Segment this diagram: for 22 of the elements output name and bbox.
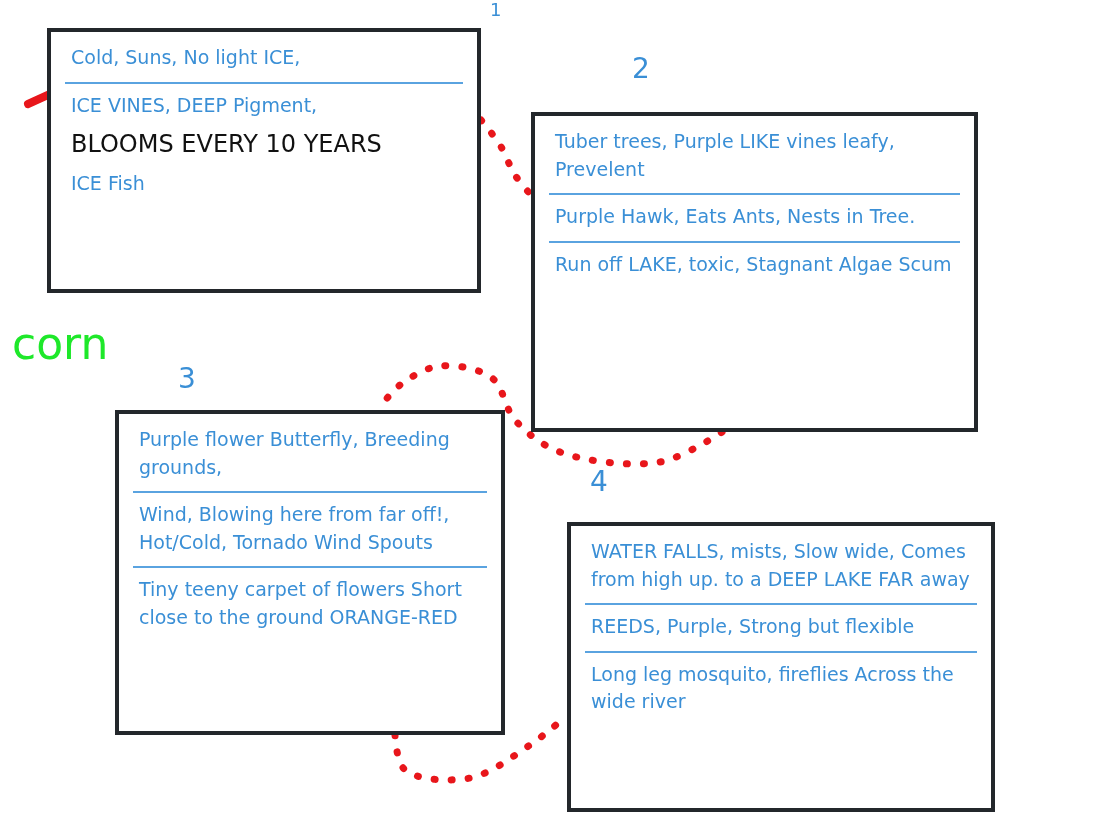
note-text: Wind, Blowing here from far off!, Hot/Cold, Tornado Wind Spouts	[133, 491, 487, 561]
note-text: WATER FALLS, mists, Slow wide, Comes from high up. to a DEEP LAKE FAR away	[590, 539, 971, 592]
note-text: Tiny teeny carpet of flowers Short close to the ground ORANGE-RED	[133, 566, 487, 636]
note-text: Purple flower Butterfly, Breeding grounds,	[138, 427, 451, 480]
note-text: ICE VINES, DEEP Pigment,	[65, 81, 463, 124]
note-text: Long leg mosquito, fireflies Across the wide river	[585, 650, 977, 720]
note-box	[567, 522, 995, 812]
note-box	[115, 410, 505, 735]
box-number: 2	[632, 52, 650, 85]
note-text: Run off LAKE, toxic, Stagnant Algae Scum	[549, 240, 960, 283]
box-number: 1	[490, 0, 502, 20]
note-text: ICE Fish	[70, 170, 146, 196]
note-box	[531, 112, 978, 432]
note-text: Tuber trees, Purple LIKE vines leafy, Prevelent	[554, 129, 896, 182]
box-number: 3	[178, 362, 196, 395]
note-box	[47, 28, 481, 293]
note-text: BLOOMS EVERY 10 YEARS	[70, 129, 383, 161]
note-text: Purple Hawk, Eats Ants, Nests in Tree.	[549, 193, 960, 235]
box-number: 4	[590, 465, 608, 498]
note-text: Cold, Suns, No light ICE,	[70, 45, 302, 70]
note-text: REEDS, Purple, Strong but flexible	[585, 603, 977, 645]
note-label: corn	[12, 318, 109, 369]
